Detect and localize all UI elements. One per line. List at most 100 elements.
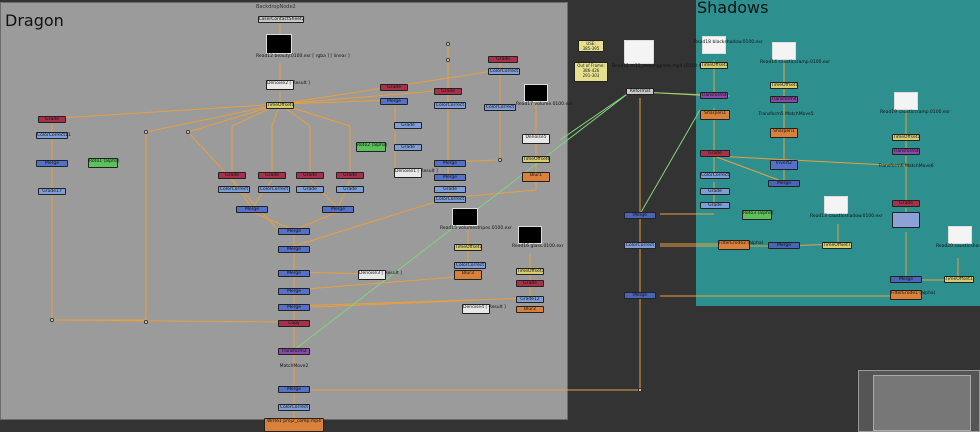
timeoffset1-node[interactable]: TimeOffset1 [266,102,295,109]
merge-node[interactable]: Merge [380,98,408,105]
grade-node[interactable]: Grade [296,186,324,193]
merge-node[interactable]: Merge [278,386,310,393]
merge-node[interactable]: Merge [278,246,310,253]
read17-thumbnail[interactable] [524,84,548,102]
dot-node[interactable] [144,320,148,324]
read11-thumbnail[interactable] [624,40,654,64]
dot-node[interactable] [144,130,148,134]
filtererode2-node[interactable]: FilterErode2 (alpha) [718,240,763,250]
grade17-node[interactable]: Grade17 [38,188,66,195]
merge-node[interactable]: Merge [434,174,466,181]
roto3-node[interactable]: Roto3 (alpha) [742,210,773,220]
colorcorrect-node[interactable]: ColorCorrect [700,172,730,179]
sticky-note-out-of-frame[interactable]: Out of Frame: 386-426 291-303 [574,62,608,82]
merge-node[interactable]: Merge [278,288,310,295]
grade-node[interactable]: Grade [700,202,730,209]
grade-node[interactable]: Grade [38,116,66,123]
colorcorrect-node[interactable]: ColorCorrect [488,68,520,75]
colorcorrect-node[interactable]: ColorCorrect [218,186,250,193]
reformat-node[interactable]: Reformat [626,88,654,95]
colorcorrect11-node[interactable]: ColorCorrect11 [36,132,71,139]
grade-node[interactable]: Grade [516,280,544,287]
denoise5-node[interactable]: Denoise5 [522,134,550,144]
grade-node[interactable]: Grade [394,122,422,129]
merge-node[interactable]: Merge [624,212,656,219]
merge-node[interactable]: Merge [768,180,800,187]
read12-thumbnail[interactable] [266,34,292,54]
colorcorrect-node[interactable]: ColorCorrect [278,404,310,411]
merge-node[interactable]: Merge [768,242,800,249]
invert2-node[interactable]: Invert2 [770,160,798,170]
merge-node[interactable]: Merge [36,160,68,167]
merge-node[interactable]: Merge [890,276,922,283]
grade-node[interactable]: Grade [336,186,364,193]
timeoffset-node[interactable]: TimeOffset1 [516,268,545,275]
grade12-node[interactable]: Grade12 [516,296,544,303]
sharpen-node[interactable]: Sharpen1 [770,128,798,138]
timeoffset7-node[interactable]: TimeOffset7 [822,242,852,249]
transform-node[interactable]: Transform4 [892,148,920,155]
grade-node[interactable]: Grade [488,56,518,63]
copy-node[interactable]: Copy [278,320,310,327]
merge-node[interactable]: Merge [624,292,656,299]
laser-contact-sheet-node[interactable]: LaserContactSheet2 [258,16,305,23]
transform2-node[interactable]: Transform2 [278,348,310,355]
roto1-node[interactable]: Roto1 (alpha) [88,158,119,168]
grade-node[interactable]: Grade [434,88,462,95]
dot-node[interactable] [50,318,54,322]
dot-node[interactable] [498,158,502,162]
colorcorrect-node[interactable]: ColorCorrect [484,104,516,111]
dot-node[interactable] [186,130,190,134]
grade-node[interactable]: Grade [700,150,730,157]
timeoffset-node[interactable]: TimeOffset1 [892,134,921,141]
read18-thumbnail[interactable] [702,36,726,54]
merge-node[interactable]: Merge [434,160,466,167]
dot-node[interactable] [446,42,450,46]
colorcorrect-node[interactable]: ColorCorrect [434,102,466,109]
grade-node[interactable]: Grade [380,84,408,91]
grade-node[interactable]: Grade [700,188,730,195]
timeoffset-node[interactable]: TimeOffset1 [770,82,799,89]
timeoffset-node[interactable]: TimeOffset1 [700,62,729,69]
merge-node[interactable]: Merge [236,206,268,213]
write1-node[interactable]: Write1 proj2_comp.mp4 [264,418,324,432]
sharpen1-node[interactable]: Sharpen1 [700,110,730,120]
colorcorrect-node[interactable]: ColorCorrect [258,186,290,193]
blur1-node[interactable]: Blur1 [522,172,550,182]
navigator-minimap[interactable] [858,370,980,432]
merge-node[interactable]: Merge [278,228,310,235]
grade-node[interactable]: Grade [434,186,466,193]
read20-thumbnail[interactable] [948,226,972,244]
dot-node[interactable] [638,388,642,392]
blur2-node[interactable]: Blur2 [516,306,544,313]
read19-thumbnail[interactable] [894,92,918,110]
denoise3-node[interactable]: Denoise3 [ Result ] [358,270,402,280]
grade-node[interactable]: Grade [258,172,286,179]
denoise1-node[interactable]: Denoise1 [ Result ] [394,168,438,178]
roto2-node[interactable]: Roto2 (alpha) [356,142,387,152]
merge-node[interactable]: Merge [278,270,310,277]
grade-node[interactable]: Grade [336,172,364,179]
merge-node[interactable]: Merge [278,304,310,311]
grade-node[interactable]: Grade [296,172,324,179]
sticky-note-use[interactable]: USE: 385-395 [578,40,604,52]
merge-node[interactable]: Merge [322,206,354,213]
read15-thumbnail[interactable] [452,208,478,226]
colorcorrect-node[interactable]: ColorCorrect [624,242,656,249]
grade-node[interactable]: Grade [892,200,920,207]
navigator-viewport[interactable] [873,375,971,431]
denoise2-node[interactable]: Denoise2 [ Result ] [266,80,310,90]
colorcorrect-node[interactable]: ColorCorrect [434,196,466,203]
filtererode1-node[interactable]: FilterErode1 (alpha) [890,290,935,300]
grade-node[interactable]: Grade [218,172,246,179]
blur3-node[interactable]: Blur3 [454,270,482,280]
dot-node[interactable] [446,58,450,62]
transform-node[interactable]: Transform4 [770,96,798,103]
read13-thumbnail[interactable] [824,196,848,214]
timeoffset-node[interactable]: TimeOffset1 [454,244,483,251]
colorcorrect-node[interactable]: ColorCorrect [454,262,486,269]
read14-thumbnail[interactable] [772,42,796,60]
read16-thumbnail[interactable] [518,226,542,244]
disabled-node[interactable] [892,212,920,228]
timeoffset-node[interactable]: TimeOffset1 [944,276,974,283]
